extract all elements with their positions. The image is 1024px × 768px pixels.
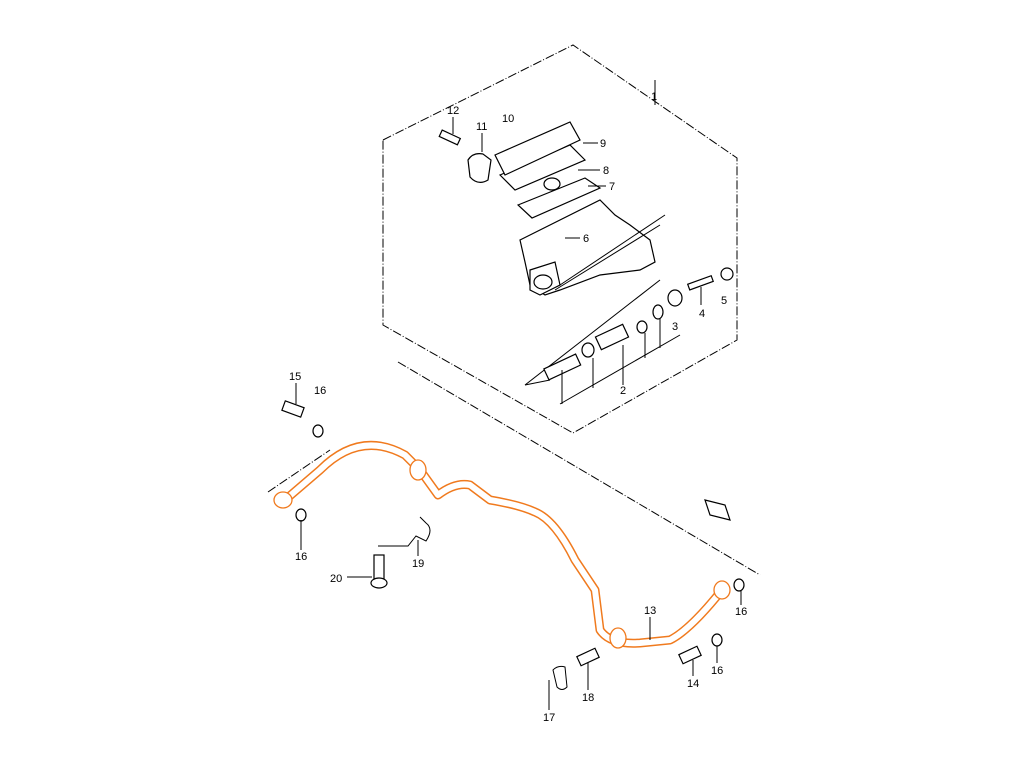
callout-10: 10 — [502, 113, 514, 125]
callout-3: 3 — [672, 321, 678, 333]
callout-11: 11 — [476, 121, 487, 133]
callout-16-left: 16 — [295, 551, 307, 563]
callout-20: 20 — [330, 573, 342, 585]
assembly-outline — [382, 44, 738, 434]
callout-14: 14 — [687, 678, 699, 690]
piston-parts — [438, 129, 734, 381]
front-arrow-icon — [704, 499, 731, 521]
callout-17: 17 — [543, 712, 555, 724]
callout-2: 2 — [620, 385, 626, 397]
callout-13: 13 — [644, 605, 656, 617]
callout-4: 4 — [699, 308, 705, 320]
callout-6: 6 — [583, 233, 589, 245]
callout-8: 8 — [603, 165, 609, 177]
master-cylinder-body — [494, 121, 666, 296]
callout-16-right: 16 — [735, 606, 747, 618]
callout-19: 19 — [412, 558, 424, 570]
fasteners — [281, 400, 745, 690]
callout-5: 5 — [721, 295, 727, 307]
pushrod-arrow-head — [524, 379, 551, 386]
reference-line-left — [267, 449, 331, 493]
reference-line — [397, 361, 761, 576]
callout-7: 7 — [609, 181, 615, 193]
clutch-pipe — [273, 440, 731, 649]
callout-1: 1 — [651, 91, 657, 103]
callout-12: 12 — [447, 105, 459, 117]
callout-16-bottom: 16 — [711, 665, 723, 677]
callout-9: 9 — [600, 138, 606, 150]
callout-15: 15 — [289, 371, 301, 383]
callout-16-top: 16 — [314, 385, 326, 397]
callout-18: 18 — [582, 692, 594, 704]
